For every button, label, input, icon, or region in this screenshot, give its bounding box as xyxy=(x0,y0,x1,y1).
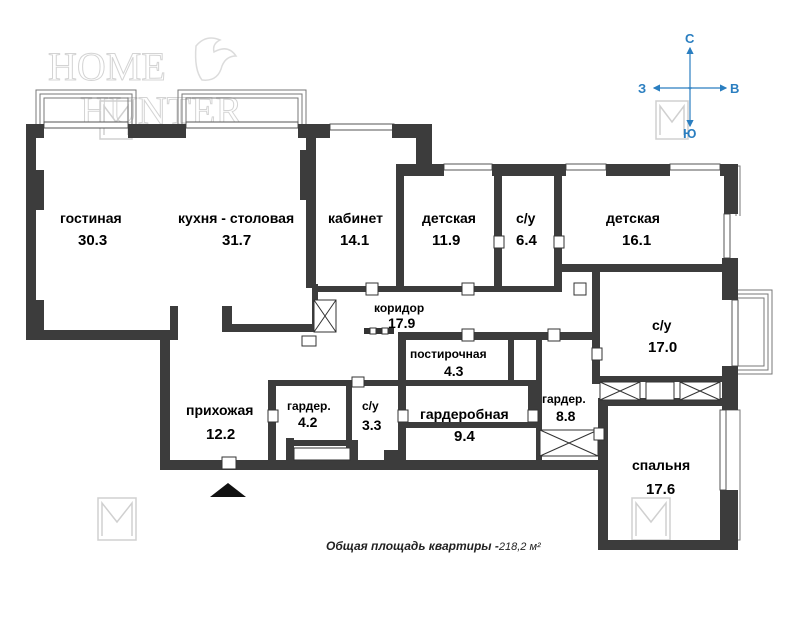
walls xyxy=(26,124,738,550)
room-closet1-area: 4.2 xyxy=(298,414,318,430)
corridor-markers xyxy=(364,327,394,335)
shafts xyxy=(293,299,721,461)
room-kids1-area: 11.9 xyxy=(432,232,460,249)
room-laundry-label: постирочная xyxy=(410,347,487,361)
room-kids2-label: детская xyxy=(606,210,660,226)
room-wardrobe-label: гардеробная xyxy=(420,406,509,422)
room-closet2-area: 8.8 xyxy=(556,408,576,424)
room-kitchen-label: кухня - столовая xyxy=(178,210,294,226)
compass-west: З xyxy=(638,81,646,96)
room-wardrobe-area: 9.4 xyxy=(454,428,476,445)
balconies xyxy=(35,89,773,541)
compass: С Ю З В xyxy=(638,31,739,141)
room-bath-big-label: с/у xyxy=(652,317,672,333)
room-bath-big-area: 17.0 xyxy=(648,339,677,356)
total-area-value: 218,2 м² xyxy=(498,541,541,553)
room-living-area: 30.3 xyxy=(78,232,107,249)
room-study-label: кабинет xyxy=(328,210,383,226)
room-bedroom-area: 17.6 xyxy=(646,481,675,498)
room-closet2-label: гардер. xyxy=(542,392,586,406)
watermark-logo: HOME HUNTER xyxy=(48,37,243,134)
room-labels: гостиная 30.3 кухня - столовая 31.7 каби… xyxy=(60,210,690,498)
room-kids1-label: детская xyxy=(422,210,476,226)
compass-south: Ю xyxy=(683,126,696,141)
total-area-caption: Общая площадь квартиры -218,2 м² xyxy=(326,539,541,553)
entrance-arrow-icon xyxy=(210,483,246,497)
room-bath1-label: с/у xyxy=(516,210,536,226)
room-kitchen-area: 31.7 xyxy=(222,232,251,249)
room-living-label: гостиная xyxy=(60,210,122,226)
room-bedroom-label: спальня xyxy=(632,457,690,473)
room-kids2-area: 16.1 xyxy=(622,232,651,249)
watermark-deer-icon xyxy=(194,37,238,81)
room-corridor-label: коридор xyxy=(374,301,424,315)
room-hall-area: 12.2 xyxy=(206,426,235,443)
room-laundry-area: 4.3 xyxy=(444,363,464,379)
compass-east: В xyxy=(730,81,739,96)
door-markers xyxy=(221,235,605,470)
room-closet1-label: гардер. xyxy=(287,399,331,413)
room-corridor-area: 17.9 xyxy=(388,315,415,331)
room-bath-small-label: с/у xyxy=(362,399,379,413)
watermark-line1: HOME xyxy=(48,44,166,89)
room-hall-label: прихожая xyxy=(186,402,253,418)
total-area-label: Общая площадь квартиры - xyxy=(326,539,499,553)
room-study-area: 14.1 xyxy=(340,232,369,249)
room-bath-small-area: 3.3 xyxy=(362,417,382,433)
compass-north: С xyxy=(685,31,695,46)
room-bath1-area: 6.4 xyxy=(516,232,538,249)
